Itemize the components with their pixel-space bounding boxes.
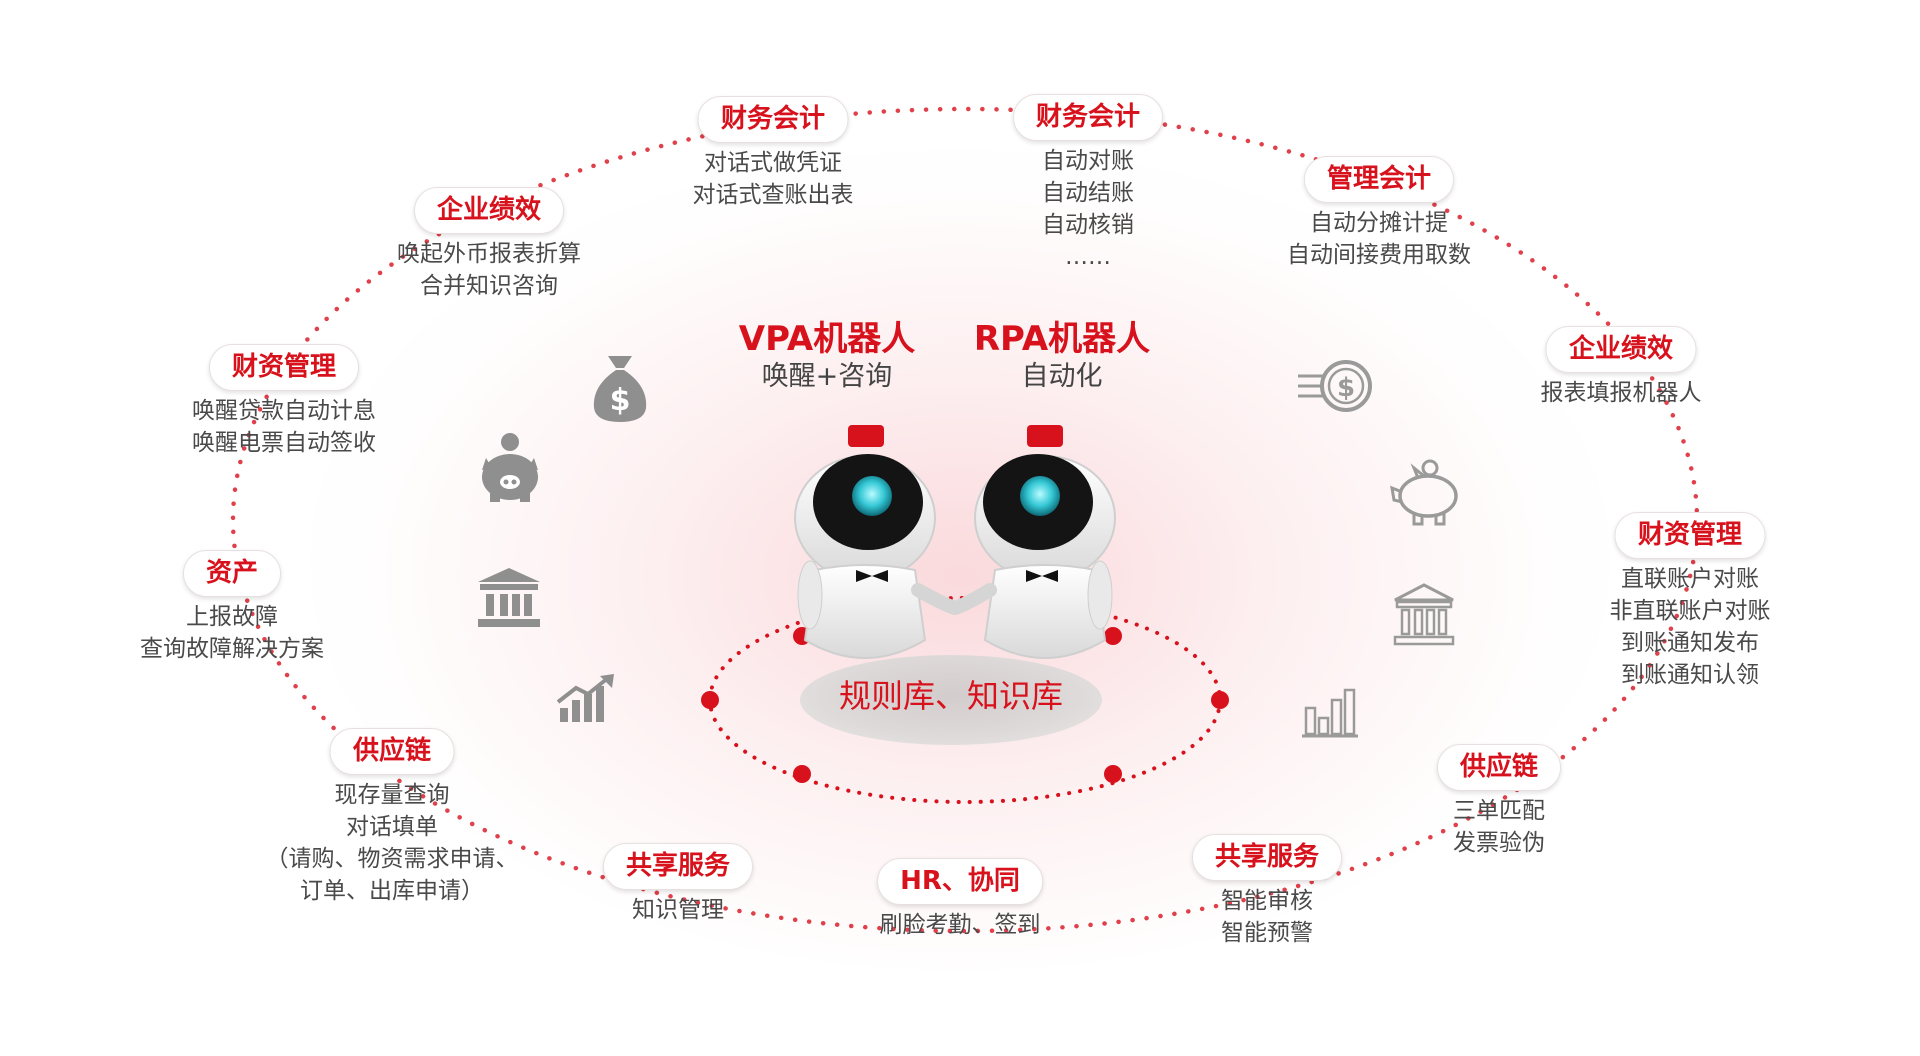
vpa-robot [794,425,962,659]
node-description: 智能审核 智能预警 [1192,885,1342,949]
node-description: 三单匹配 发票验伪 [1437,795,1561,859]
node-line: 报表填报机器人 [1540,380,1702,406]
node-title: 管理会计 [1303,156,1454,203]
node-assets: 资产 上报故障 查询故障解决方案 [140,550,324,665]
knowledge-base-disc [800,655,1102,745]
rpa-robot-label: RPA机器人 自动化 [974,318,1150,394]
node-line: 自动间接费用取数 [1287,242,1471,268]
node-line: 智能预警 [1220,920,1313,946]
growth-chart-icon [556,674,614,722]
node-supply-chain-right: 供应链 三单匹配 发票验伪 [1436,744,1562,859]
node-description: 刷脸考勤、签到 [877,909,1043,941]
knowledge-base-label: 规则库、知识库 [838,677,1064,715]
bank-icon [478,568,540,627]
node-treasury-right: 财资管理 直联账户对账 非直联账户对账 到账通知发布 到账通知认领 [1610,512,1771,691]
piggy-bank-outline-icon [1390,459,1458,526]
node-management-accounting: 管理会计 自动分摊计提 自动间接费用取数 [1287,156,1471,271]
node-title: 供应链 [329,728,454,775]
node-title: 供应链 [1436,744,1562,791]
node-line: 订单、出库申请） [300,878,484,904]
node-line: 到账通知认领 [1621,662,1759,688]
node-line: 唤醒电票自动签收 [192,430,376,456]
node-supply-chain-left: 供应链 现存量查询 对话填单 （请购、物资需求申请、 订单、出库申请） [266,728,519,907]
node-title: 财务会计 [1012,94,1164,141]
money-bag-icon: $ [593,356,647,422]
node-line: 对话填单 [346,814,438,840]
node-line: 知识管理 [631,897,724,923]
node-finance-accounting-dialog: 财务会计 对话式做凭证 对话式查账出表 [693,96,854,211]
node-line: 刷脸考勤、签到 [879,912,1041,938]
node-description: 上报故障 查询故障解决方案 [140,601,324,665]
node-line: 智能审核 [1220,888,1313,914]
node-description: 现存量查询 对话填单 （请购、物资需求申请、 订单、出库申请） [266,779,519,907]
node-shared-services-left: 共享服务 知识管理 [602,843,754,926]
node-enterprise-performance-right: 企业绩效 报表填报机器人 [1541,326,1702,409]
node-description: 唤醒贷款自动计息 唤醒电票自动签收 [192,395,376,459]
node-line: 自动核销 [1041,212,1134,238]
node-line: 唤醒贷款自动计息 [192,398,376,424]
svg-text:$: $ [1337,373,1355,403]
node-line: 自动分摊计提 [1310,210,1448,236]
node-title: 企业绩效 [413,187,564,234]
coin-icon: $ [1298,360,1372,412]
node-title: 企业绩效 [1545,326,1696,373]
vpa-robot-subtitle: 唤醒+咨询 [761,361,893,392]
node-line: 发票验伪 [1452,830,1545,856]
node-description: 自动分摊计提 自动间接费用取数 [1287,207,1471,271]
node-line: 上报故障 [186,604,278,630]
node-line: 唤起外币报表折算 [397,241,581,267]
node-description: 直联账户对账 非直联账户对账 到账通知发布 到账通知认领 [1610,563,1771,691]
node-line: 现存量查询 [334,782,450,808]
node-enterprise-performance-left: 企业绩效 唤起外币报表折算 合并知识咨询 [397,187,581,302]
node-line: 自动结账 [1041,180,1134,206]
node-description: 报表填报机器人 [1541,377,1702,409]
piggy-bank-icon [482,433,538,502]
node-title: 资产 [182,550,281,597]
node-title: 财务会计 [697,96,848,143]
rpa-robot [948,425,1116,659]
node-line: 非直联账户对账 [1609,598,1771,624]
node-title: 财资管理 [208,344,359,391]
node-description: 自动对账 自动结账 自动核销 …… [1013,145,1163,273]
node-hr-collaboration: HR、协同 刷脸考勤、签到 [877,858,1043,941]
node-line: （请购、物资需求申请、 [265,846,519,872]
node-line: 到账通知发布 [1621,630,1759,656]
node-line: 三单匹配 [1452,798,1545,824]
node-description: 唤起外币报表折算 合并知识咨询 [397,238,581,302]
bar-chart-icon [1302,688,1358,738]
bank-outline-icon [1393,583,1455,646]
node-description: 知识管理 [603,894,753,926]
background-glow [310,150,1610,970]
node-shared-services-right: 共享服务 智能审核 智能预警 [1191,834,1343,949]
node-line: 合并知识咨询 [420,273,558,299]
node-treasury-left: 财资管理 唤醒贷款自动计息 唤醒电票自动签收 [192,344,376,459]
vpa-robot-label: VPA机器人 唤醒+咨询 [739,318,915,394]
node-finance-accounting-auto: 财务会计 自动对账 自动结账 自动核销 …… [1012,94,1164,273]
vpa-robot-title: VPA机器人 [738,319,916,359]
node-line: 自动对账 [1041,148,1134,174]
node-line: …… [1064,244,1111,270]
svg-text:$: $ [610,383,631,418]
node-title: 共享服务 [1191,834,1343,881]
node-title: 财资管理 [1614,512,1765,559]
node-description: 对话式做凭证 对话式查账出表 [693,147,854,211]
rpa-robot-subtitle: 自动化 [1021,361,1103,392]
node-line: 对话式做凭证 [704,150,842,176]
node-line: 查询故障解决方案 [140,636,324,662]
rpa-robot-title: RPA机器人 [973,319,1151,359]
node-title: 共享服务 [602,843,754,890]
node-line: 对话式查账出表 [692,182,854,208]
node-line: 直联账户对账 [1621,566,1759,592]
node-title: HR、协同 [877,858,1043,905]
